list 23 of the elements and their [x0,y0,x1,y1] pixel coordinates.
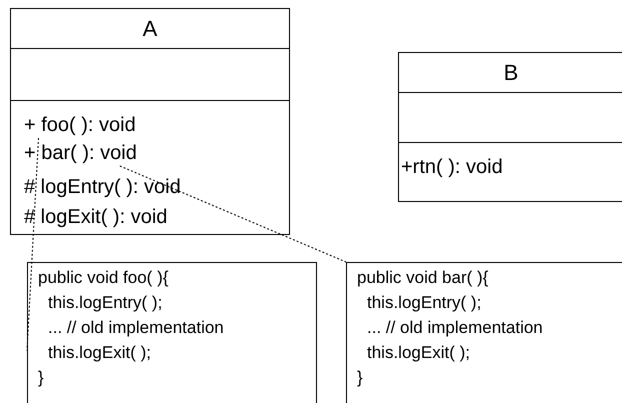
method-signature: # logEntry( ): void [24,174,181,200]
code-note [346,262,622,403]
code-line: } [357,367,363,389]
method-signature: + bar( ): void [24,140,137,166]
leader-line [26,138,40,351]
class-box [398,52,622,202]
code-line: public void bar( ){ [357,267,488,289]
method-signature: # logExit( ): void [24,204,168,230]
method-signature: +rtn( ): void [401,154,503,180]
class-name: B [504,62,518,84]
code-line: ... // old implementation [367,317,543,339]
method-signature: + foo( ): void [24,112,136,138]
code-line: ... // old implementation [48,317,224,339]
code-line: this.logEntry( ); [48,292,162,314]
code-line: this.logExit( ); [367,342,470,364]
code-note [27,262,317,403]
leader-line [119,166,346,262]
code-line: } [38,367,44,389]
code-line: this.logEntry( ); [367,292,482,314]
code-line: this.logExit( ); [48,342,151,364]
class-box [10,8,290,235]
code-line: public void foo( ){ [38,267,168,289]
class-name: A [142,18,158,40]
